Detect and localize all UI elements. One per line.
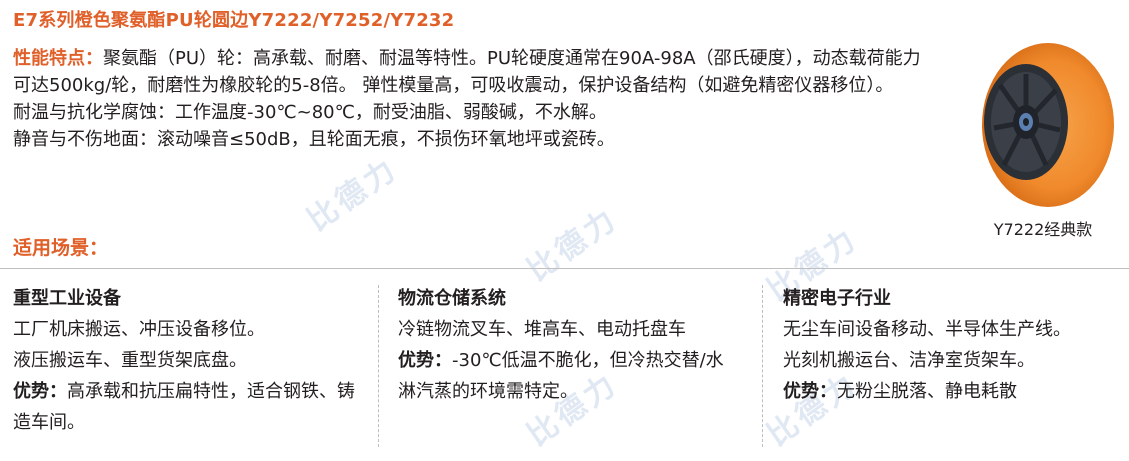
scene-column-electronics: 精密电子行业 无尘车间设备移动、半导体生产线。 光刻机搬运台、洁净室货架车。 优… (783, 283, 1123, 407)
scene-column-industrial: 重型工业设备 工厂机床搬运、冲压设备移位。 液压搬运车、重型货架底盘。 优势：高… (13, 283, 368, 438)
page-title: E7系列橙色聚氨酯PU轮圆边Y7222/Y7252/Y7232 (13, 10, 455, 31)
scene-column-logistics: 物流仓储系统 冷链物流叉车、堆高车、电动托盘车 优势：-30℃低温不脆化，但冷热… (398, 283, 738, 407)
advantage-label: 优势： (398, 350, 452, 371)
column-heading: 精密电子行业 (783, 288, 891, 309)
column-heading: 重型工业设备 (13, 288, 121, 309)
scenes-title: 适用场景： (13, 237, 109, 259)
wheel-image (968, 40, 1118, 210)
features-section: 性能特点：聚氨酯（PU）轮：高承载、耐磨、耐温等特性。PU轮硬度通常在90A-9… (13, 45, 923, 153)
section-divider (0, 268, 1129, 269)
features-intro: 性能特点：聚氨酯（PU）轮：高承载、耐磨、耐温等特性。PU轮硬度通常在90A-9… (13, 45, 923, 99)
advantage-label: 优势： (783, 381, 837, 402)
advantage-text: 高承载和抗压扁特性，适合钢铁、铸造车间。 (13, 381, 355, 433)
wheel-caption: Y7222经典款 (993, 220, 1093, 239)
watermark: 比德力 (521, 201, 625, 289)
features-label: 性能特点： (13, 48, 103, 69)
column-line: 光刻机搬运台、洁净室货架车。 (783, 350, 1035, 371)
watermark: 比德力 (301, 151, 405, 239)
column-divider (378, 285, 380, 447)
column-advantage: 优势：无粉尘脱落、静电耗散 (783, 376, 1123, 407)
column-line: 工厂机床搬运、冲压设备移位。 (13, 319, 265, 340)
features-intro-text: 聚氨酯（PU）轮：高承载、耐磨、耐温等特性。PU轮硬度通常在90A-98A（邵氏… (13, 48, 921, 96)
column-heading: 物流仓储系统 (398, 288, 506, 309)
column-advantage: 优势：-30℃低温不脆化，但冷热交替/水淋汽蒸的环境需特定。 (398, 345, 738, 407)
column-line: 冷链物流叉车、堆高车、电动托盘车 (398, 319, 686, 340)
column-advantage: 优势：高承载和抗压扁特性，适合钢铁、铸造车间。 (13, 376, 368, 438)
features-quiet: 静音与不伤地面：滚动噪音≤50dB，且轮面无痕，不损伤环氧地坪或瓷砖。 (13, 129, 615, 150)
advantage-text: 无粉尘脱落、静电耗散 (837, 381, 1017, 402)
advantage-label: 优势： (13, 381, 67, 402)
column-line: 液压搬运车、重型货架底盘。 (13, 350, 247, 371)
advantage-text: -30℃低温不脆化，但冷热交替/水淋汽蒸的环境需特定。 (398, 350, 724, 402)
column-divider (762, 285, 764, 447)
column-line: 无尘车间设备移动、半导体生产线。 (783, 319, 1071, 340)
features-temp: 耐温与抗化学腐蚀：工作温度-30℃~80℃，耐受油脂、弱酸碱，不水解。 (13, 102, 607, 123)
